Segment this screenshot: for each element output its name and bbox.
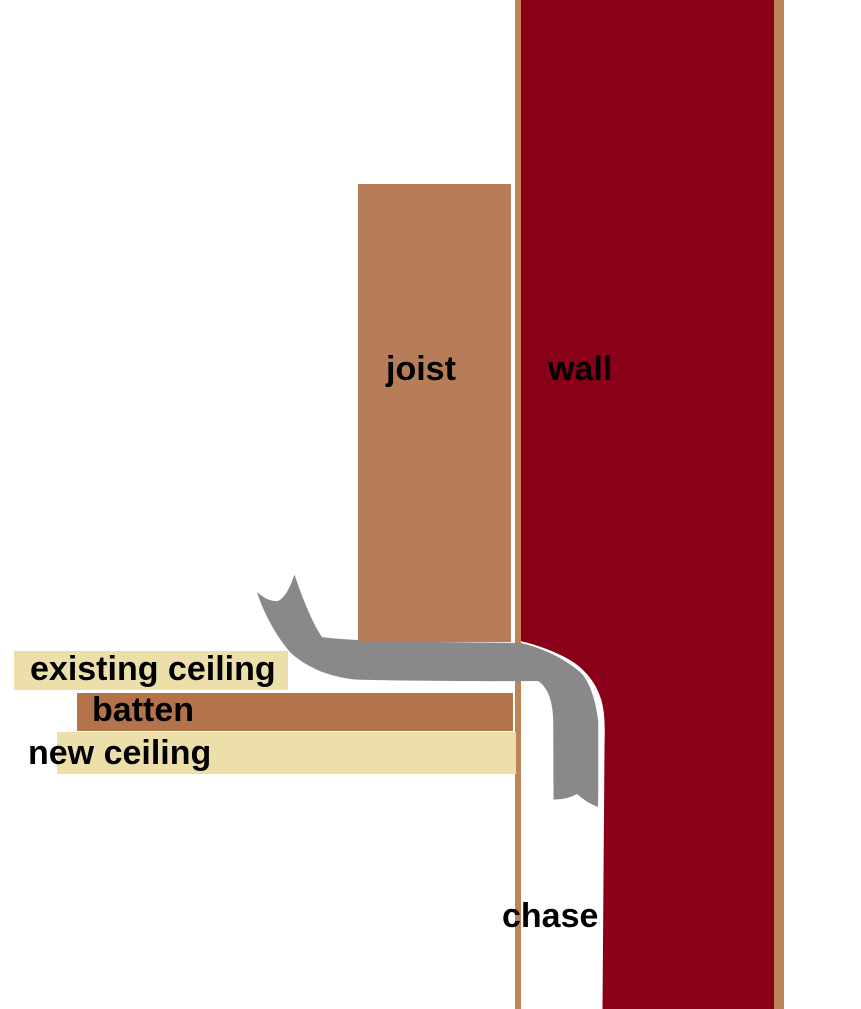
chase-label: chase [502, 897, 599, 935]
joist-rect [358, 184, 511, 642]
cable-ribbon [257, 574, 599, 807]
joist-label: joist [386, 350, 456, 388]
wall-plaster-line [515, 0, 521, 1009]
existing-ceiling-label: existing ceiling [30, 650, 276, 688]
batten-label: batten [92, 691, 194, 729]
new-ceiling-label: new ceiling [28, 734, 212, 772]
new-ceiling-bar [57, 732, 516, 774]
existing-ceiling-bar [14, 651, 288, 690]
wall-label: wall [548, 350, 613, 388]
wall-outer-strip [774, 0, 784, 1009]
batten-bar [77, 693, 513, 731]
